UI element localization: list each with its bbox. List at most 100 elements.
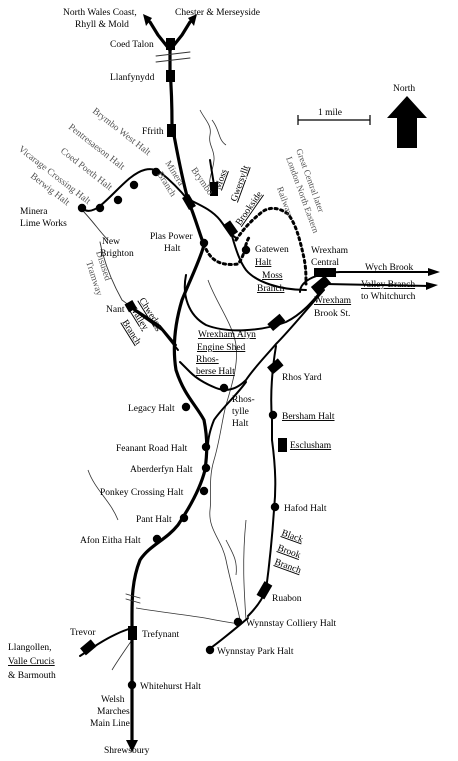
- trevor-marker: [80, 639, 97, 656]
- ruabon-marker: [256, 581, 273, 600]
- coed-talon-marker: [166, 38, 175, 50]
- brookside-marker: [222, 220, 239, 238]
- pant-label: Pant Halt: [136, 515, 172, 525]
- trefynant-label: Trefynant: [142, 629, 179, 640]
- north-label: North: [393, 84, 415, 94]
- gcr-label-3: Railway: [275, 185, 295, 217]
- rivers: [87, 109, 247, 671]
- whitchurch-label-2: Valley Branch: [361, 280, 415, 290]
- trevor-label: Trevor: [70, 628, 96, 638]
- north-arrow-icon: North: [387, 84, 427, 148]
- feanant-label: Feanant Road Halt: [116, 444, 188, 454]
- minera-label-1: Minera: [20, 207, 48, 217]
- gatewen-marker: [241, 245, 251, 255]
- plas-power-label-2: Halt: [164, 244, 181, 254]
- whitchurch-label-1: Wych Brook: [365, 263, 413, 273]
- wrexham-central-marker: [314, 268, 336, 277]
- rhosberse-label-1: Rhos-: [196, 355, 219, 365]
- llangollen-label-1: Llangollen,: [8, 643, 52, 653]
- ffrith-label: Ffrith: [142, 126, 164, 137]
- esclusham-label: Esclusham: [290, 441, 332, 451]
- rhostylle-label-2: tylle: [232, 407, 249, 417]
- chester-arrow: [188, 14, 197, 26]
- aberderfyn-label: Aberderfyn Halt: [130, 464, 193, 475]
- legacy-marker: [181, 402, 191, 412]
- llanfynydd-label: Llanfynydd: [110, 72, 155, 83]
- new-brighton-label-1: New: [102, 237, 120, 247]
- wrexham-brook-marker: [310, 275, 332, 295]
- hafod-label: Hafod Halt: [284, 503, 327, 514]
- north-wales-arrow: [143, 14, 152, 26]
- coed-poeth-marker: [113, 195, 123, 205]
- chwedog-branch: [129, 305, 179, 351]
- nant-label: Nant: [106, 305, 125, 315]
- wrexham-brook-label-2: Brook St.: [314, 309, 350, 319]
- trefynant-marker: [128, 626, 137, 640]
- wrexham-lines: [179, 271, 431, 651]
- bersham-label: Bersham Halt: [282, 412, 335, 422]
- vicarage-marker: [95, 203, 105, 213]
- shrewsbury-label: Shrewsbury: [104, 746, 150, 756]
- rhostylle-label-3: Halt: [232, 419, 249, 429]
- plas-power-label-1: Plas Power: [150, 232, 193, 242]
- ponkey-label: Ponkey Crossing Halt: [100, 488, 184, 498]
- rhostylle-label-1: Rhos-: [232, 395, 255, 405]
- gcr-dotted: [202, 206, 308, 286]
- wrexham-alyn-marker: [267, 313, 286, 331]
- aberderfyn-marker: [201, 463, 211, 473]
- coed-talon-label: Coed Talon: [110, 40, 154, 50]
- afon-eitha-marker: [152, 534, 162, 544]
- whitehurst-label: Whitehurst Halt: [140, 682, 201, 692]
- minera-branch: [81, 168, 189, 307]
- minera-label-2: Lime Works: [20, 219, 67, 229]
- route-arrows: [126, 14, 440, 752]
- gwersyllt-label: Gwersyllt: [229, 164, 251, 203]
- welsh-marches-label-3: Main Line: [90, 719, 130, 729]
- wych-brook-arrow: [428, 268, 440, 276]
- moss-branch-label-1: Moss: [262, 271, 283, 281]
- whitchurch-label-3: to Whitchurch: [361, 292, 416, 302]
- berwig-marker: [77, 203, 87, 213]
- scale-label: 1 mile: [318, 108, 342, 118]
- station-markers: [77, 38, 336, 690]
- scale-bar: 1 mile: [297, 108, 371, 125]
- chester-label: Chester & Merseyside: [175, 8, 260, 18]
- rhosberse-marker: [219, 383, 229, 393]
- shrewsbury-arrow: [126, 740, 138, 752]
- wrexham-central-label-1: Wrexham: [311, 246, 349, 256]
- wynnstay-park-label: Wynnstay Park Halt: [217, 647, 294, 657]
- bersham-marker: [268, 410, 278, 420]
- ruabon-label: Ruabon: [272, 594, 302, 604]
- rhos-yard-label: Rhos Yard: [282, 373, 322, 383]
- whitchurch-arrow: [426, 282, 438, 290]
- rhosberse-label-2: berse Halt: [196, 367, 235, 377]
- nant-marker: [124, 300, 137, 313]
- wynnstay-park-marker: [205, 645, 215, 655]
- afon-eitha-label: Afon Eitha Halt: [80, 535, 141, 546]
- brymbo-west-marker: [151, 167, 161, 177]
- pant-marker: [179, 513, 189, 523]
- wrexham-brook-label-1: Wrexham: [314, 296, 352, 306]
- hafod-marker: [270, 502, 280, 512]
- moss-branch-label-2: Branch: [257, 284, 285, 294]
- engine-shed-label: Engine Shed: [197, 343, 246, 353]
- rhos-yard-marker: [267, 358, 284, 375]
- ffrith-marker: [167, 124, 176, 137]
- wynnstay-colliery-label: Wynnstay Colliery Halt: [246, 619, 337, 629]
- north-wales-label-1: North Wales Coast,: [63, 8, 137, 18]
- gatewen-label-2: Halt: [255, 258, 272, 268]
- legacy-label: Legacy Halt: [128, 404, 175, 414]
- welsh-marches-label-1: Welsh: [101, 695, 125, 705]
- destination-labels: North Wales Coast, Rhyll & Mold Chester …: [8, 8, 416, 756]
- brymbo-marker: [210, 182, 218, 190]
- llangollen-label-3: & Barmouth: [8, 671, 56, 681]
- black-brook-label-1: Black: [280, 528, 304, 545]
- pentresaeson-marker: [129, 180, 139, 190]
- welsh-marches-label-2: Marches: [97, 707, 130, 717]
- esclusham-marker: [278, 438, 287, 452]
- plas-power-marker: [199, 238, 209, 248]
- ponkey-marker: [199, 486, 209, 496]
- minera-junction-marker: [182, 193, 196, 211]
- gatewen-label-1: Gatewen: [255, 245, 289, 255]
